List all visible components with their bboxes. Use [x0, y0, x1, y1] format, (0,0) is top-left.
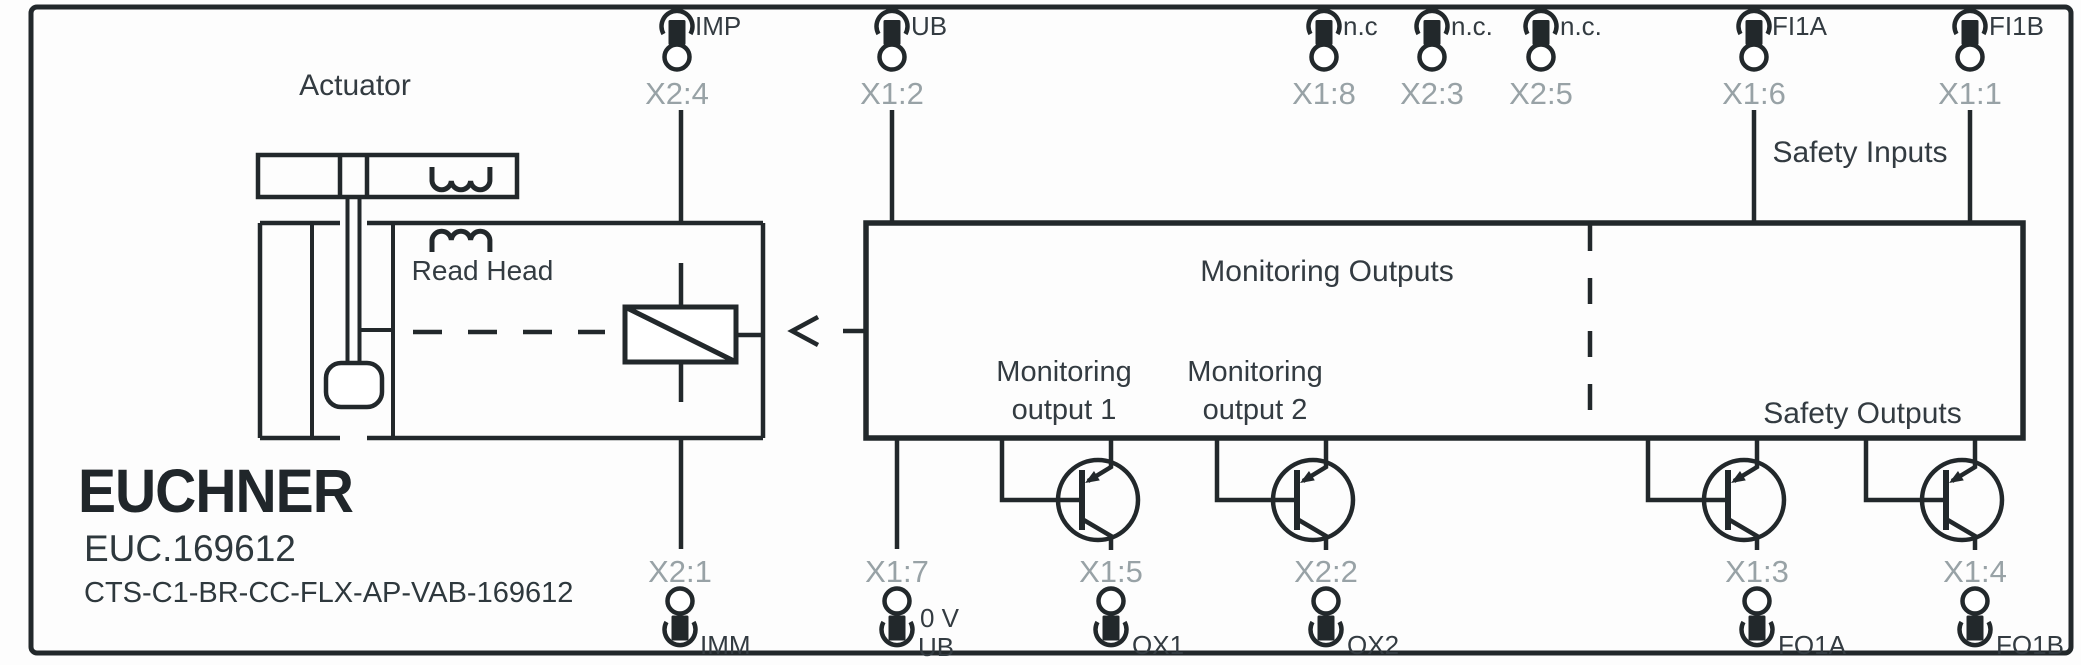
terminal-id-x1-5: X1:5 [1079, 554, 1143, 589]
terminal-id-x1-3: X1:3 [1725, 554, 1789, 589]
connector-fo1b [1960, 589, 1991, 646]
connector-fo1a [1742, 589, 1773, 646]
connector-nc-1 [1309, 11, 1340, 70]
signal-nc-1: n.c [1343, 11, 1378, 41]
connector-nc-2 [1417, 11, 1448, 70]
terminal-id-x2-4: X2:4 [645, 76, 709, 111]
product-id: EUC.169612 [84, 528, 296, 569]
signal-imm: IMM [700, 630, 751, 660]
connector-fi1b [1955, 11, 1986, 70]
actuator-label: Actuator [299, 69, 411, 102]
connector-imm [665, 589, 696, 646]
read-head-label: Read Head [411, 255, 554, 286]
connector-0v-ub [882, 589, 913, 646]
terminal-id-x1-1: X1:1 [1938, 76, 2002, 111]
monitoring-output-2-label: Monitoring output 2 [1187, 356, 1323, 427]
terminal-id-x2-5: X2:5 [1509, 76, 1573, 111]
connector-ub-top [877, 11, 908, 70]
diagram-frame [28, 4, 2074, 656]
terminal-id-x1-4: X1:4 [1943, 554, 2007, 589]
signal-ox1: OX1 [1132, 630, 1185, 660]
read-head-coil-icon [429, 228, 493, 252]
transistor-safety-a [1648, 437, 1784, 550]
terminal-id-x1-6: X1:6 [1722, 76, 1786, 111]
brand-logo: EUCHNER [78, 457, 354, 527]
signal-fo1a: FO1A [1778, 630, 1846, 660]
transistor-monitoring-1 [1002, 437, 1138, 550]
connector-nc-3 [1526, 11, 1557, 70]
terminal-id-x1-8: X1:8 [1292, 76, 1356, 111]
wires [678, 110, 1973, 549]
signal-fo1b: FO1B [1996, 630, 2064, 660]
monitoring-outputs-title: Monitoring Outputs [1200, 255, 1454, 288]
signal-ub-bottom: UB [918, 632, 955, 662]
monitoring-output-1-label: Monitoring output 1 [996, 356, 1132, 427]
transponder-symbol [622, 304, 739, 365]
terminal-id-x2-3: X2:3 [1400, 76, 1464, 111]
terminal-id-x1-7: X1:7 [865, 554, 929, 589]
safety-outputs-label: Safety Outputs [1763, 397, 1962, 430]
actuator-coil-icon [429, 167, 493, 193]
signal-nc-3: n.c. [1560, 11, 1602, 41]
signal-imp: IMP [695, 11, 742, 41]
signal-fi1a: FI1A [1772, 11, 1827, 41]
terminal-id-x2-2: X2:2 [1294, 554, 1358, 589]
transistor-monitoring-2 [1217, 437, 1353, 550]
signal-fi1b: FI1B [1989, 11, 2044, 41]
signal-0v: 0 V [920, 603, 960, 633]
signal-ub-top: UB [911, 11, 948, 41]
connector-imp [662, 11, 693, 70]
signal-arrow-icon [787, 315, 866, 347]
connector-ox1 [1096, 589, 1127, 646]
terminal-id-x1-2: X1:2 [860, 76, 924, 111]
actuator-symbol [255, 152, 520, 410]
part-number: CTS-C1-BR-CC-FLX-AP-VAB-169612 [84, 577, 574, 609]
connector-ox2 [1311, 589, 1342, 646]
transistor-safety-b [1866, 437, 2002, 550]
actuator-plunger [323, 360, 385, 410]
evaluation-box [863, 220, 2026, 441]
signal-nc-2: n.c. [1451, 11, 1493, 41]
signal-ox2: OX2 [1347, 630, 1400, 660]
safety-inputs-label: Safety Inputs [1772, 136, 1948, 169]
read-head-box [257, 220, 766, 441]
terminal-id-x2-1: X2:1 [648, 554, 712, 589]
connector-fi1a [1739, 11, 1770, 70]
